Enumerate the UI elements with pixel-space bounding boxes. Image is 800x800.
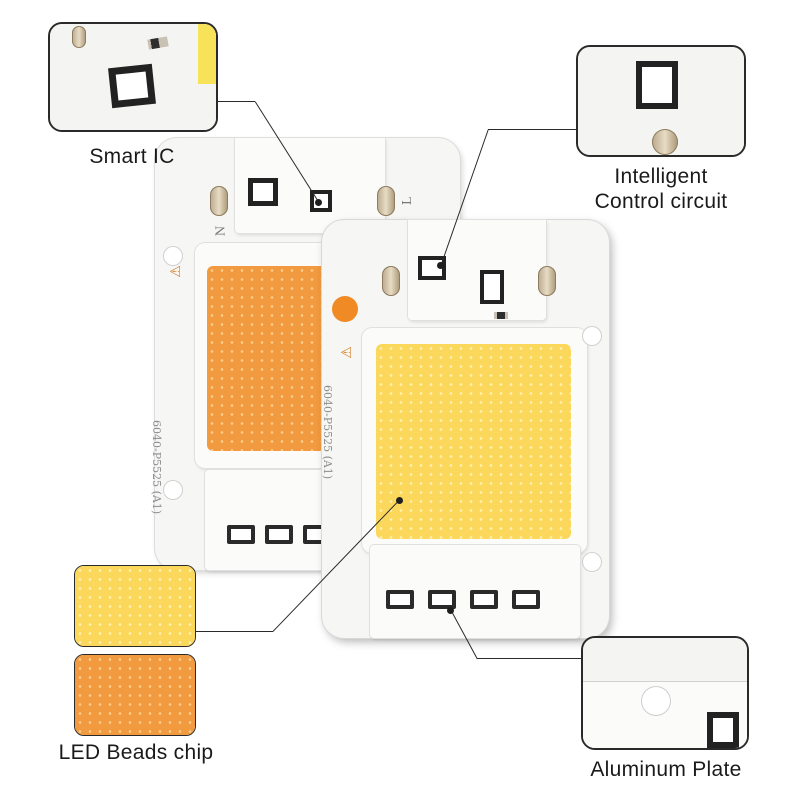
mounting-slot [382,266,400,296]
solder-pad [512,590,540,609]
smart-ic-label: Smart IC [89,145,175,168]
pin-n-mark: N [213,225,228,237]
control-circuit-label-line2: Control circuit [594,190,728,213]
mounting-hole [163,246,183,266]
aluminum-plate-label: Aluminum Plate [590,758,742,781]
yellow-cob-chip [376,344,571,539]
model-code: 6040-P5525 (A1) [150,420,163,515]
smart-ic-pointer [315,199,322,206]
aluminum-plate-pointer [447,607,454,614]
yellow-cob-chip [75,566,195,646]
mounting-slot [377,186,395,216]
smart-ic-leader [218,101,255,103]
pin-l-mark: L [399,197,414,205]
aluminum-plate-thumbnail [581,636,749,750]
yellow-chip-swatch [74,565,196,647]
mounting-slot [652,129,678,155]
thumb-yellow-edge [198,24,216,84]
control-circuit-pointer [437,262,444,269]
smart-ic [108,63,156,109]
smd-resistor [494,312,508,319]
solder-pad [428,590,456,609]
control-circuit-leader [488,129,576,131]
solder-pad [227,525,255,544]
warning-triangle-icon: ⚠ [337,346,354,359]
warning-triangle-icon: ⚠ [166,265,183,278]
led-chip-pointer [396,497,403,504]
orange-chip-swatch [74,654,196,736]
mounting-slot [538,266,556,296]
control-ic [636,61,678,109]
solder-pad [386,590,414,609]
control-circuit-thumbnail [576,45,746,157]
control-circuit-label-line1: Intelligent [614,165,708,188]
mounting-slot [72,26,86,48]
model-code: 6040-P5525 (A1) [321,385,334,480]
aluminum-plate-leader [477,658,581,660]
yellow-led-board: ⚠ 6040-P5525 (A1) [321,220,609,638]
bridge-ic [480,270,504,304]
solder-pad [470,590,498,609]
orange-marker-dot [332,296,358,322]
mounting-hole [163,480,183,500]
led-chip-leader [196,631,273,633]
smart-ic-thumbnail [48,22,218,132]
solder-pad [707,712,739,748]
solder-pad [265,525,293,544]
mounting-hole [582,552,602,572]
bridge-ic [248,178,278,206]
mounting-hole [582,326,602,346]
mounting-hole [641,686,671,716]
orange-cob-chip [75,655,195,735]
mounting-slot [210,186,228,216]
led-beads-chip-label: LED Beads chip [58,741,214,764]
control-circuit-label: Intelligent Control circuit [576,164,746,214]
